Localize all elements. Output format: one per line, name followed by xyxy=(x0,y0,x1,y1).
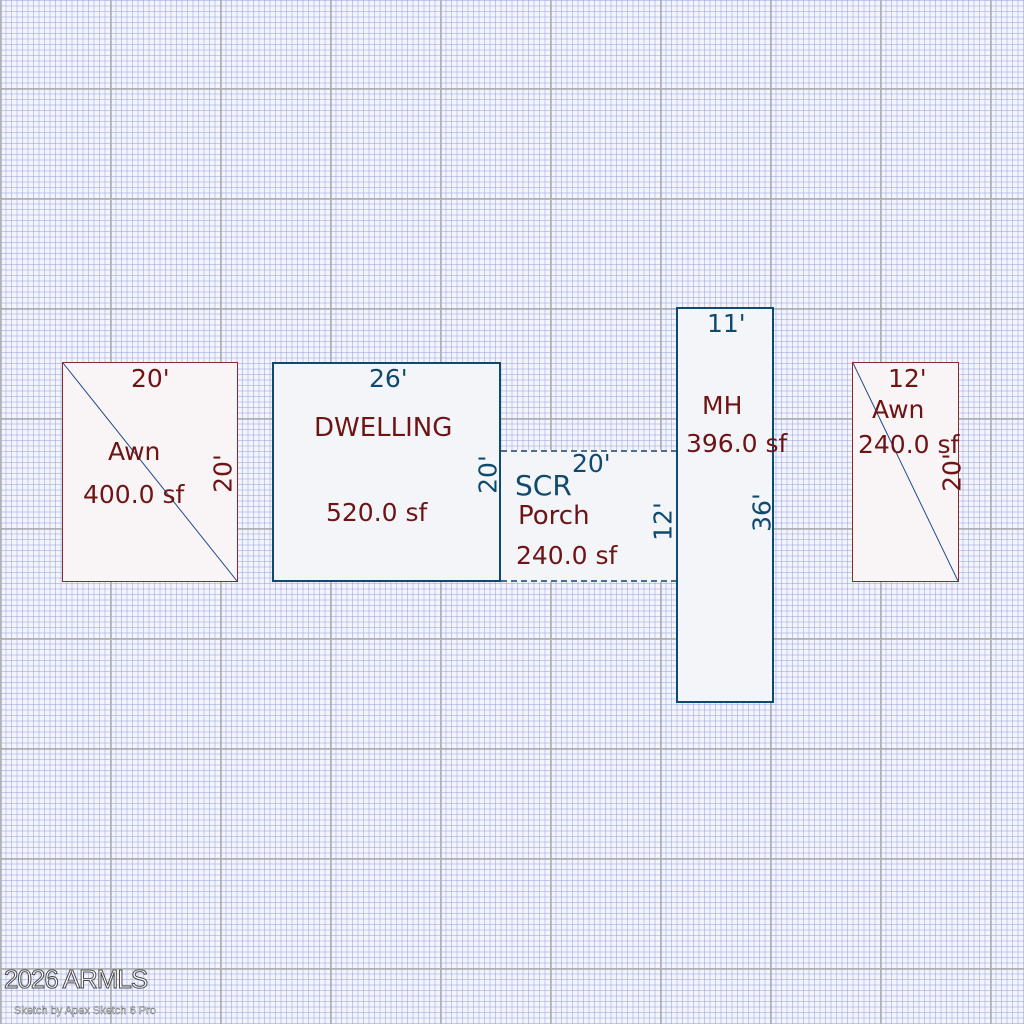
right-awning-shape xyxy=(852,362,959,582)
left-awning-name: Awn xyxy=(108,437,161,466)
screen-porch-width-label: 20' xyxy=(572,449,611,478)
mobile-home-depth-label: 36' xyxy=(747,493,777,532)
dwelling-shape xyxy=(272,362,501,582)
left-awning-diagonal xyxy=(63,363,237,581)
left-awning-shape xyxy=(62,362,238,582)
copyright-watermark: 2026 ARMLS xyxy=(3,964,148,994)
dwelling-width-label: 26' xyxy=(369,364,408,393)
right-awning-diagonal xyxy=(853,363,958,581)
left-awning-depth-label: 20' xyxy=(208,454,238,493)
dwelling-area: 520.0 sf xyxy=(326,498,428,527)
right-awning-depth-label: 20' xyxy=(937,453,967,492)
screen-porch-shape xyxy=(501,450,677,582)
left-awning-area: 400.0 sf xyxy=(83,480,185,509)
mobile-home-area: 396.0 sf xyxy=(686,429,788,458)
right-awning-name: Awn xyxy=(872,395,925,424)
dwelling-name: DWELLING xyxy=(314,413,453,443)
screen-porch-name-line1: SCR xyxy=(515,469,572,502)
dwelling-depth-label: 20' xyxy=(473,455,503,494)
screen-porch-area: 240.0 sf xyxy=(516,541,618,570)
screen-porch-depth-label: 12' xyxy=(648,502,678,541)
screen-porch-name-line2: Porch xyxy=(518,501,590,531)
sketch-credit-watermark: Sketch by Apex Sketch 6 Pro xyxy=(14,1005,156,1017)
right-awning-area: 240.0 sf xyxy=(858,430,960,459)
left-awning-width-label: 20' xyxy=(131,364,170,393)
mobile-home-shape xyxy=(676,307,774,703)
mobile-home-name: MH xyxy=(702,391,743,420)
right-awning-width-label: 12' xyxy=(888,364,927,393)
mobile-home-width-label: 11' xyxy=(707,309,746,338)
